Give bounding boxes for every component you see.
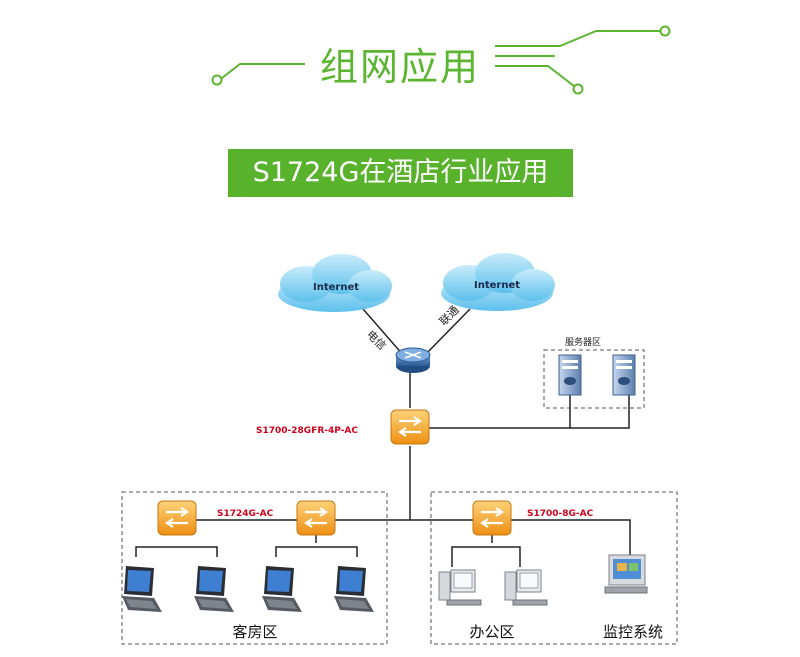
office-zone-label: 办公区 — [469, 623, 514, 641]
core-switch-icon — [389, 408, 431, 446]
cloud-label-right: Internet — [474, 280, 520, 291]
guest-switch-right-icon — [295, 499, 337, 537]
desktop-icon — [438, 569, 482, 606]
header-decoration — [211, 25, 671, 95]
right-bottom-circuit-line — [495, 65, 575, 87]
core-switch-label: S1700-28GFR-4P-AC — [256, 426, 358, 436]
guest-zone-label: 客房区 — [232, 623, 277, 641]
right-bottom-dot-icon — [572, 83, 584, 95]
guest-switch-left-icon — [156, 499, 198, 537]
desktop-icon — [504, 569, 548, 606]
laptop-icon — [194, 566, 234, 612]
isp-label-right: 联通 — [437, 303, 462, 328]
router-icon — [395, 347, 431, 373]
laptop-icon — [122, 566, 162, 612]
office-switch-icon — [471, 499, 513, 537]
guest-switch-label: S1724G-AC — [217, 509, 274, 519]
office-switch-label: S1700-8G-AC — [527, 509, 594, 519]
laptop-icon — [262, 566, 302, 612]
monitor-zone-label: 监控系统 — [603, 623, 663, 641]
left-circuit-line — [221, 63, 305, 79]
monitoring-workstation-icon — [604, 554, 648, 594]
title-banner: S1724G在酒店行业应用 — [228, 149, 573, 197]
section-title: 组网应用 — [319, 45, 480, 89]
office-zone-box — [430, 491, 678, 645]
right-top-circuit-line — [495, 30, 660, 47]
left-dot-icon — [211, 74, 223, 86]
server-zone-box — [543, 349, 645, 409]
cloud-label-left: Internet — [313, 282, 359, 293]
right-top-dot-icon — [659, 25, 671, 37]
guest-zone-box — [121, 491, 388, 645]
server-icon — [558, 354, 582, 396]
isp-label-left: 电信 — [364, 328, 389, 353]
laptop-icon — [334, 566, 374, 612]
server-icon — [612, 354, 636, 396]
server-zone-label: 服务器区 — [565, 336, 601, 348]
